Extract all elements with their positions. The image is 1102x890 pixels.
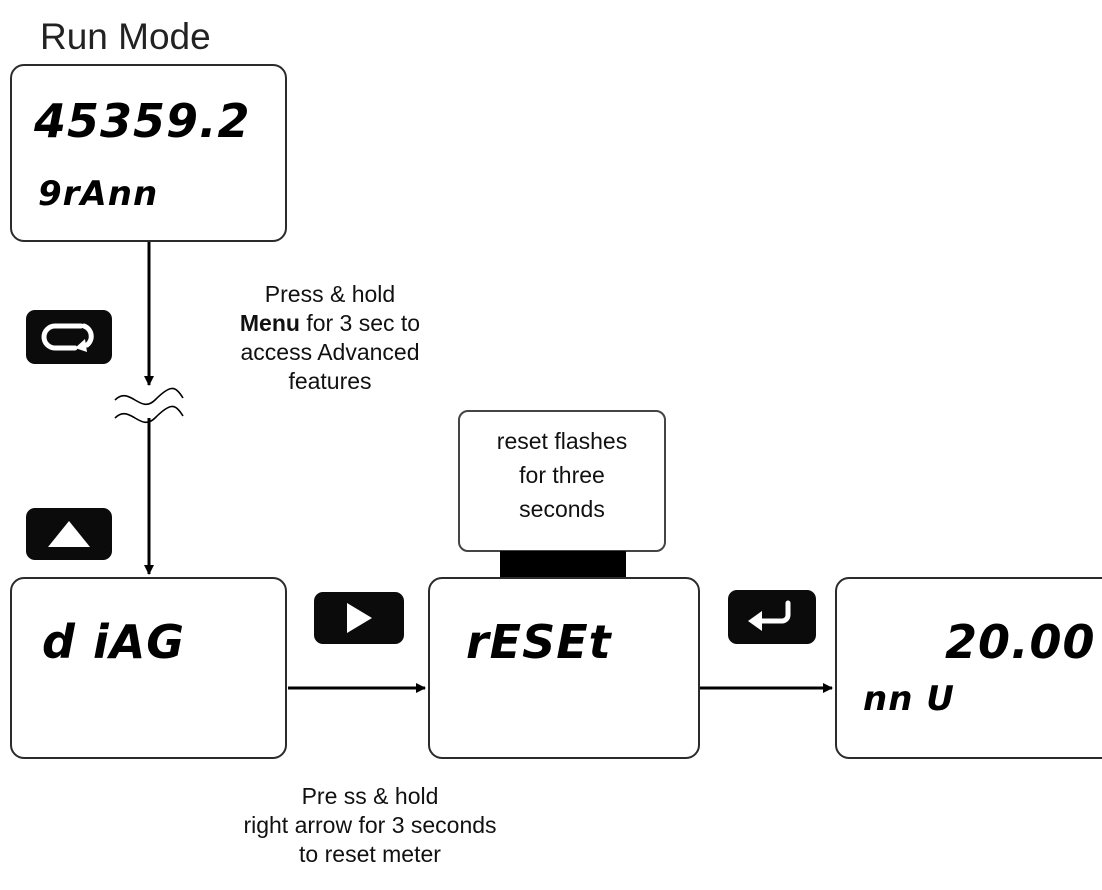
bottom-note-line2: right arrow for 3 seconds — [243, 812, 497, 838]
reset-display: rESEt — [428, 577, 700, 759]
reset-tag-line1: reset flashes — [496, 428, 628, 454]
enter-icon — [748, 600, 791, 631]
break-squiggle-bottom — [114, 405, 184, 424]
bottom-note-line1: Pre ss & hold — [301, 783, 439, 809]
menu-note-line1: Press & hold — [264, 281, 396, 307]
run-mode-display: 45359.2 9rAnn — [10, 64, 287, 242]
reset-tag-line2: for three — [519, 462, 605, 488]
right-arrow-icon — [347, 603, 372, 633]
up-button[interactable] — [26, 508, 112, 560]
enter-button[interactable] — [728, 590, 816, 644]
menu-instruction: Press & hold Menu for 3 sec to access Ad… — [180, 280, 480, 396]
menu-cycle-icon — [41, 323, 94, 352]
reset-flash-note: reset flashes for three seconds — [458, 410, 666, 552]
reset-instruction: Pre ss & hold right arrow for 3 seconds … — [170, 782, 570, 869]
reset-tag-line3: seconds — [519, 496, 605, 522]
result-display: 20.00 nn U — [835, 577, 1102, 759]
menu-note-line2-rest: for 3 sec to — [299, 310, 421, 336]
right-button[interactable] — [314, 592, 404, 644]
break-squiggle-top — [114, 387, 184, 406]
diag-display-value: d iAG — [42, 615, 186, 669]
run-display-unit: 9rAnn — [38, 174, 159, 214]
menu-note-line3: access Advanced — [240, 339, 420, 365]
menu-note-line2: Menu for 3 sec to — [180, 309, 480, 338]
result-display-unit: nn U — [863, 679, 955, 719]
flash-indicator-bar — [500, 551, 626, 577]
run-display-value: 45359.2 — [34, 94, 251, 148]
menu-note-bold: Menu — [239, 310, 300, 336]
reset-display-value: rESEt — [466, 615, 612, 669]
menu-note-line4: features — [288, 368, 372, 394]
bottom-note-line3: to reset meter — [299, 841, 441, 867]
diag-display: d iAG — [10, 577, 287, 759]
run-mode-title: Run Mode — [40, 16, 211, 57]
up-arrow-icon — [48, 521, 90, 547]
result-display-value: 20.00 — [945, 615, 1096, 669]
menu-button[interactable] — [26, 310, 112, 364]
